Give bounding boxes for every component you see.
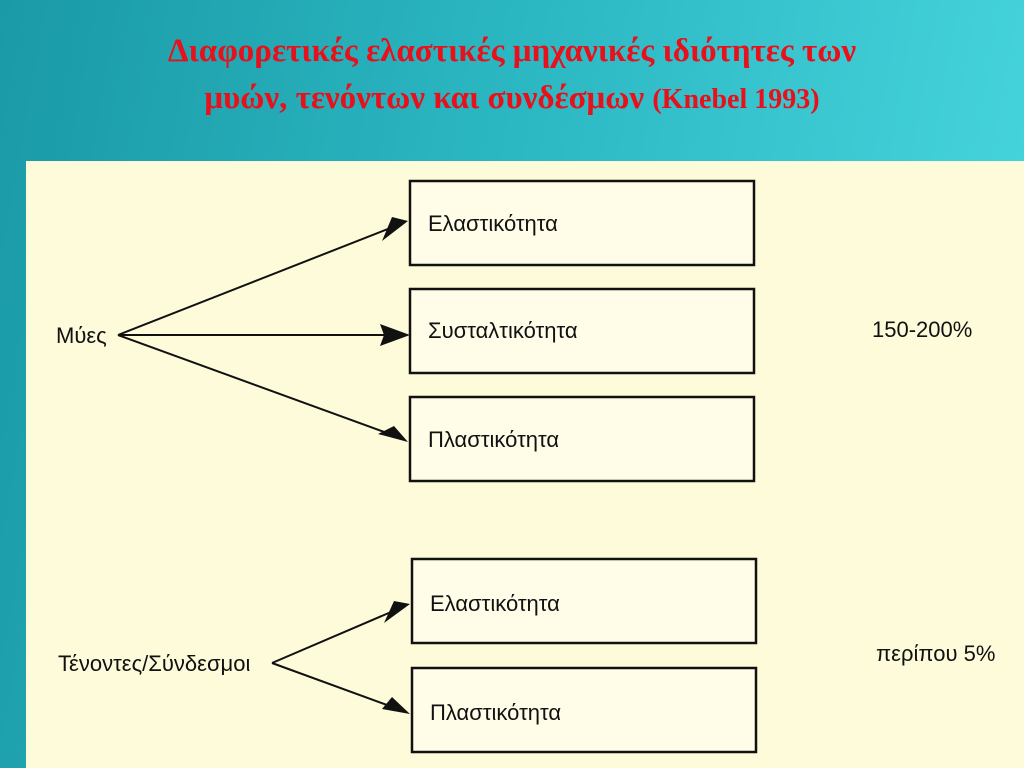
arrow-tendons-elasticity — [271, 608, 399, 664]
box-muscles-contractility — [408, 287, 756, 375]
arrow-tendons-plasticity — [271, 662, 399, 710]
arrowhead-muscles-elasticity — [382, 217, 408, 241]
tendons-value: περίπου 5% — [876, 641, 995, 666]
diagram-panel: Μύες Ελαστικότητα Συσταλτικότητα Πλαστικ… — [26, 161, 1024, 768]
arrowhead-tendons-plasticity — [382, 697, 410, 714]
arrowhead-muscles-contractility — [380, 324, 410, 346]
slide-title: Διαφορετικές ελαστικές μηχανικές ιδιότητ… — [0, 28, 1024, 123]
box-muscles-plasticity-label: Πλαστικότητα — [428, 427, 559, 452]
arrowhead-muscles-plasticity — [378, 426, 408, 442]
box-muscles-elasticity-label: Ελαστικότητα — [428, 211, 558, 236]
box-muscles-contractility-label: Συσταλτικότητα — [428, 318, 578, 343]
tendons-label: Τένοντες/Σύνδεσμοι — [58, 651, 250, 676]
title-citation: (Knebel 1993) — [652, 84, 820, 115]
muscles-label: Μύες — [56, 323, 107, 348]
box-muscles-plasticity — [408, 395, 756, 483]
box-tendons-plasticity-label: Πλαστικότητα — [430, 700, 561, 725]
arrow-muscles-elasticity — [117, 224, 399, 336]
title-line-2: μυών, τενόντων και συνδέσμων (Knebel 199… — [0, 75, 1024, 123]
box-muscles-elasticity — [408, 179, 756, 267]
box-tendons-plasticity — [410, 666, 758, 754]
title-line-2-main: μυών, τενόντων και συνδέσμων — [204, 80, 645, 116]
diagram-svg: Μύες Ελαστικότητα Συσταλτικότητα Πλαστικ… — [56, 179, 995, 754]
box-tendons-elasticity — [410, 557, 758, 645]
arrowhead-tendons-elasticity — [384, 601, 410, 623]
title-line-1: Διαφορετικές ελαστικές μηχανικές ιδιότητ… — [167, 33, 857, 69]
box-tendons-elasticity-label: Ελαστικότητα — [430, 591, 560, 616]
arrow-muscles-plasticity — [117, 334, 399, 438]
muscles-value: 150-200% — [872, 317, 972, 342]
